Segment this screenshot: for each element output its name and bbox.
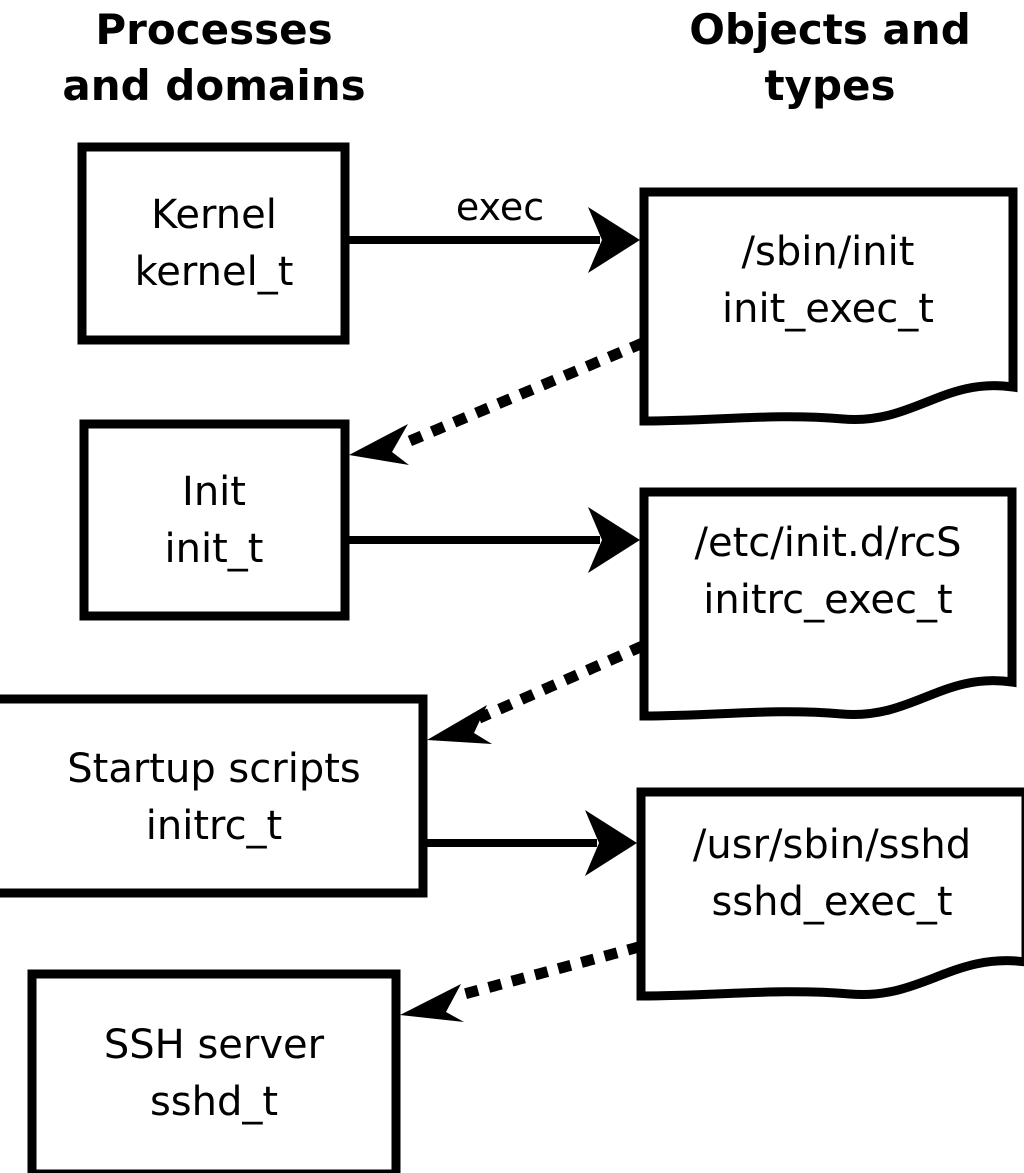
- arrowhead-icon: [585, 810, 637, 876]
- process-node-sshd-line2: sshd_t: [150, 1079, 278, 1125]
- process-node-initrc[interactable]: Startup scripts initrc_t: [0, 694, 428, 898]
- object-node-init_exec-shape[interactable]: [639, 187, 1018, 426]
- object-node-initrc_exec-line1: /etc/init.d/rcS: [694, 520, 961, 566]
- edge-kernel-exec-init_exec: exec: [349, 185, 640, 273]
- arrowhead-icon: [588, 507, 640, 573]
- object-node-sshd_exec-line2: sshd_exec_t: [711, 879, 952, 925]
- process-node-kernel[interactable]: Kernel kernel_t: [77, 142, 350, 345]
- process-node-init-box[interactable]: [79, 419, 350, 621]
- object-node-initrc_exec-line2: initrc_exec_t: [703, 577, 952, 623]
- object-node-init_exec-line2: init_exec_t: [722, 286, 934, 332]
- process-node-kernel-line2: kernel_t: [135, 249, 294, 295]
- process-node-initrc-box[interactable]: [0, 694, 428, 898]
- column-header-processes-line1: Processes: [95, 5, 332, 54]
- edge-label-exec: exec: [456, 185, 544, 229]
- column-header-processes: Processes and domains: [62, 5, 365, 110]
- column-header-objects-line1: Objects and: [689, 5, 971, 54]
- process-node-init[interactable]: Init init_t: [79, 419, 350, 621]
- process-node-init-line1: Init: [182, 469, 246, 515]
- object-node-sshd_exec-line1: /usr/sbin/sshd: [693, 822, 971, 868]
- process-node-sshd-line1: SSH server: [104, 1022, 325, 1068]
- edge-sshd_exec-transition-sshd: [400, 941, 642, 1022]
- edge-init-exec-initrc_exec: [349, 507, 640, 573]
- object-node-init_exec[interactable]: /sbin/init init_exec_t: [639, 187, 1018, 426]
- arrowhead-icon: [588, 207, 640, 273]
- arrowhead-icon: [427, 705, 492, 744]
- process-node-sshd[interactable]: SSH server sshd_t: [27, 969, 401, 1173]
- object-node-initrc_exec-shape[interactable]: [639, 487, 1017, 721]
- process-node-init-line2: init_t: [165, 526, 264, 572]
- edge-line: [450, 941, 642, 1003]
- column-header-processes-line2: and domains: [62, 61, 365, 110]
- object-node-initrc_exec[interactable]: /etc/init.d/rcS initrc_exec_t: [639, 487, 1017, 721]
- arrowhead-icon: [400, 984, 464, 1022]
- process-node-initrc-line1: Startup scripts: [67, 746, 360, 792]
- object-node-init_exec-line1: /sbin/init: [742, 229, 915, 275]
- process-node-sshd-box[interactable]: [27, 969, 401, 1173]
- object-node-sshd_exec[interactable]: /usr/sbin/sshd sshd_exec_t: [636, 787, 1024, 1001]
- process-node-initrc-line2: initrc_t: [146, 803, 283, 849]
- column-header-objects: Objects and types: [689, 5, 971, 110]
- arrowhead-icon: [349, 424, 409, 465]
- object-node-sshd_exec-shape[interactable]: [636, 787, 1024, 1001]
- process-node-kernel-line1: Kernel: [151, 192, 277, 238]
- edge-initrc-exec-sshd_exec: [427, 810, 637, 876]
- edge-line: [397, 337, 646, 451]
- edge-initrc_exec-transition-initrc: [427, 640, 646, 744]
- process-node-kernel-box[interactable]: [77, 142, 350, 345]
- edge-init_exec-transition-init: [349, 337, 646, 465]
- column-header-objects-line2: types: [764, 61, 895, 110]
- edge-line: [476, 640, 646, 724]
